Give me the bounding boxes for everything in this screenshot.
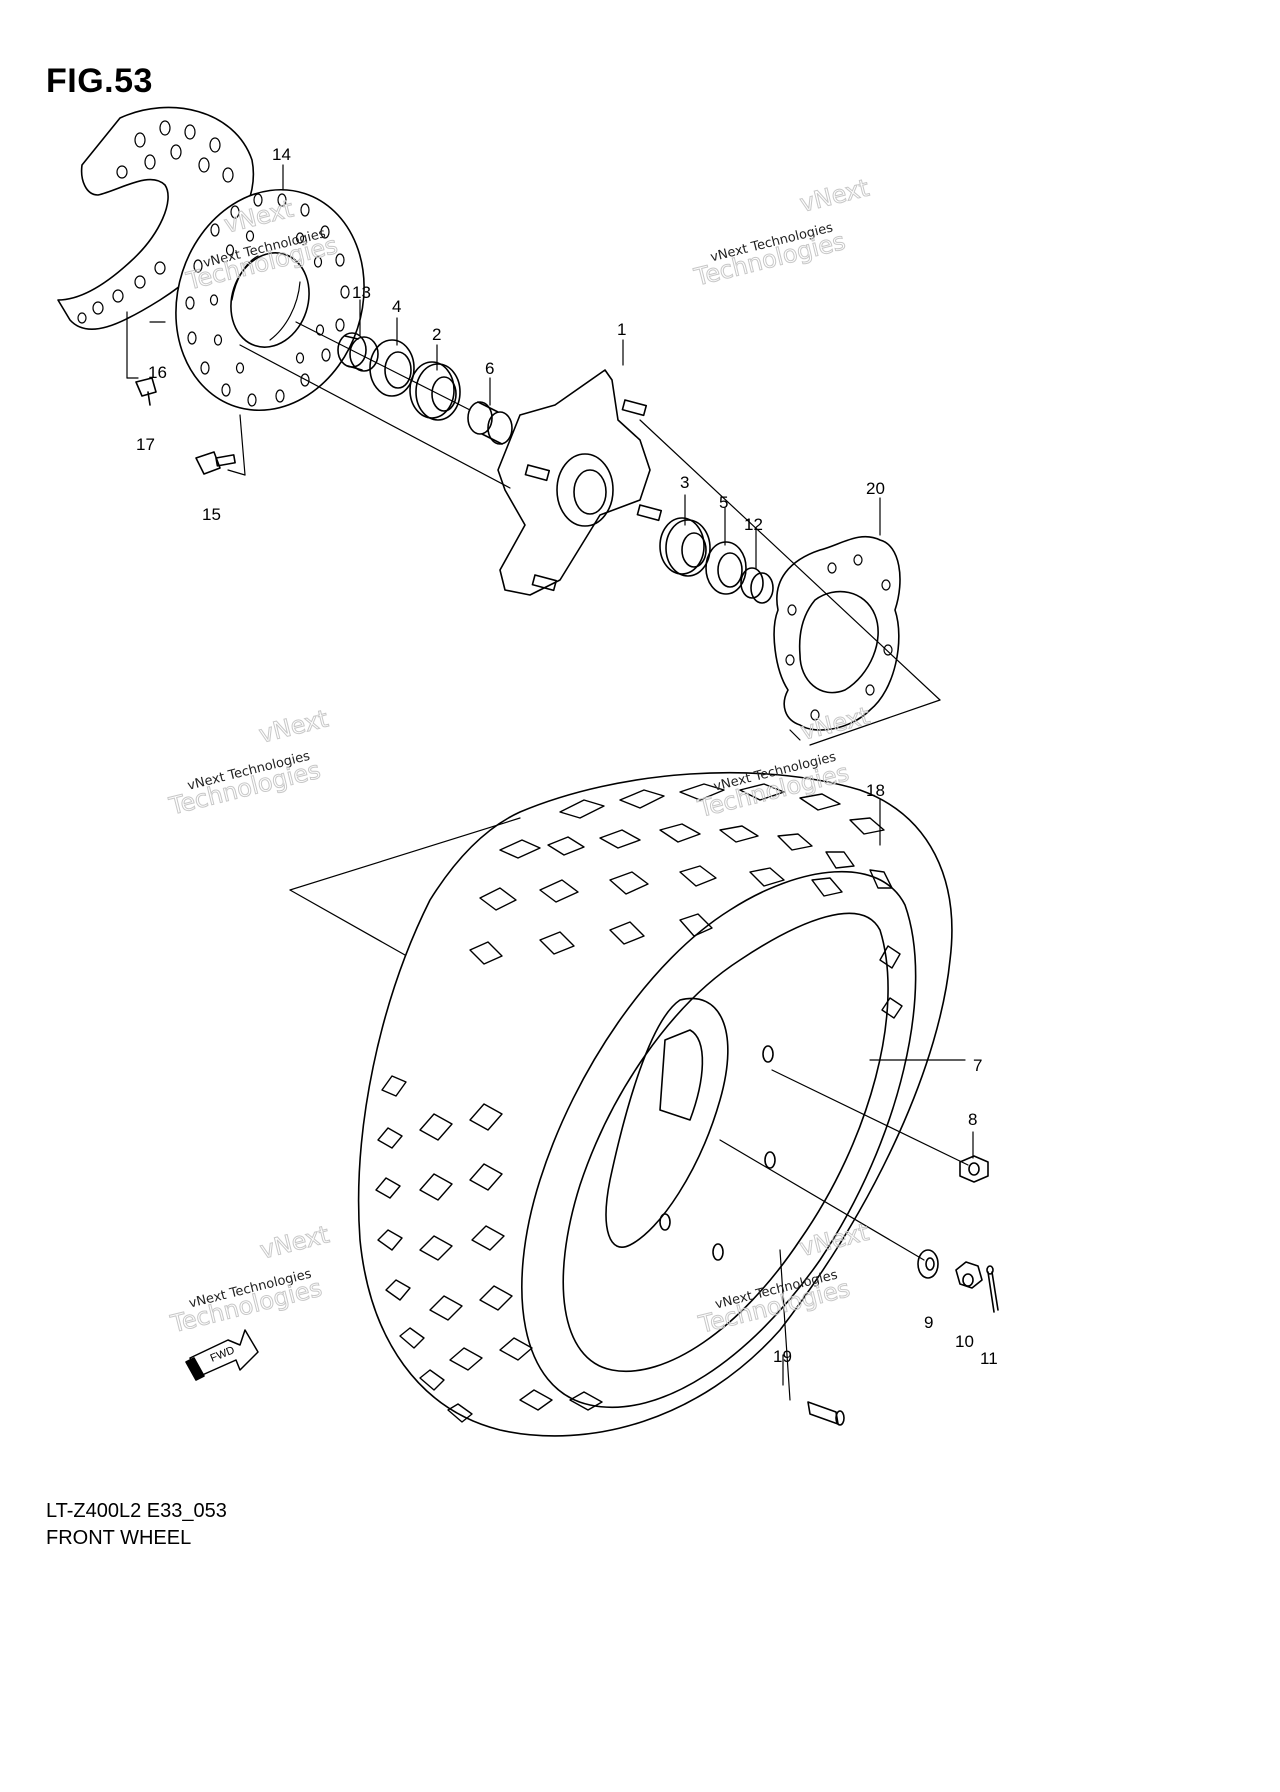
callout-3: 3 — [680, 473, 689, 492]
svg-text:vNext: vNext — [797, 174, 872, 218]
callout-18: 18 — [866, 781, 885, 800]
bearing-part-3 — [659, 517, 711, 577]
callout-9: 9 — [924, 1313, 933, 1332]
guard-holes — [77, 120, 234, 324]
callout-2: 2 — [432, 325, 441, 344]
fwd-arrow: FWD — [185, 1329, 259, 1381]
callout-8: 8 — [968, 1110, 977, 1129]
spacer-part-6 — [467, 401, 513, 445]
callout-1: 1 — [617, 320, 626, 339]
nut-part-8 — [959, 1155, 989, 1183]
callout-numbers: 1 2 3 4 5 6 7 8 9 10 11 12 13 14 15 16 1… — [136, 145, 998, 1368]
callout-leaders — [282, 164, 974, 1386]
diagram-code: LT-Z400L2 E33_053 — [46, 1500, 227, 1522]
callout-17: 17 — [136, 435, 155, 454]
collar-part-12 — [740, 567, 774, 604]
callout-12: 12 — [744, 515, 763, 534]
rim-part-7 — [605, 997, 776, 1261]
callout-13: 13 — [352, 283, 371, 302]
figure-title: FIG.53 — [46, 62, 153, 100]
cotter-pin-part-11 — [986, 1265, 999, 1313]
callout-14: 14 — [272, 145, 291, 164]
svg-text:vNext: vNext — [257, 1220, 332, 1264]
castle-nut-part-10 — [955, 1261, 983, 1289]
washer-part-9 — [917, 1249, 939, 1279]
tire-tread-blocks — [375, 783, 903, 1423]
disc-guard-part-16 — [57, 106, 255, 330]
callout-10: 10 — [955, 1332, 974, 1351]
callout-7: 7 — [973, 1056, 982, 1075]
callout-16: 16 — [148, 363, 167, 382]
seal-part-5 — [705, 541, 747, 595]
brake-disc-part-14 — [175, 188, 365, 412]
tire-part-18 — [357, 771, 953, 1437]
hub-guard-part-20 — [773, 535, 901, 731]
bolt-part-15 — [195, 451, 236, 475]
svg-text:vNext: vNext — [256, 705, 331, 749]
assembly-lines — [126, 311, 969, 1401]
collar-part-13 — [337, 332, 379, 372]
valve-part-19 — [807, 1401, 845, 1426]
callout-20: 20 — [866, 479, 885, 498]
callout-5: 5 — [719, 493, 728, 512]
hub-studs — [524, 399, 663, 592]
callout-6: 6 — [485, 359, 494, 378]
watermark-2: vNext Technologies vNext Technologies — [690, 173, 872, 292]
bolt-part-17 — [135, 377, 157, 406]
hub-part-1 — [497, 369, 663, 596]
watermark-3: vNext Technologies vNext Technologies — [165, 704, 331, 821]
watermark-5: vNext Technologies vNext Technologies — [167, 1220, 333, 1339]
disc-vent-holes — [185, 193, 350, 407]
callout-19: 19 — [773, 1347, 792, 1366]
bearing-part-2 — [409, 361, 461, 421]
diagram-name: FRONT WHEEL — [46, 1527, 192, 1549]
callout-4: 4 — [392, 297, 401, 316]
callout-15: 15 — [202, 505, 221, 524]
seal-part-4 — [369, 339, 415, 397]
callout-11: 11 — [980, 1349, 998, 1368]
